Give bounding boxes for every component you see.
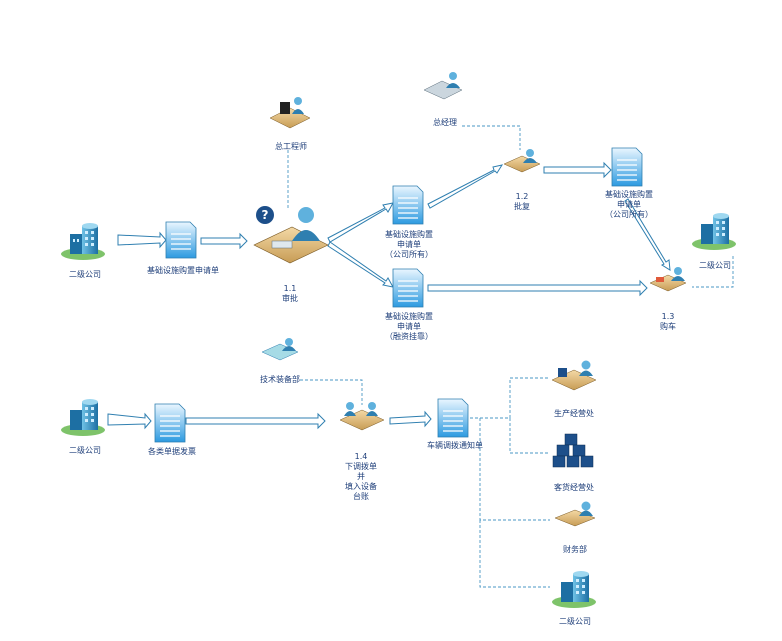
document-icon xyxy=(154,403,186,443)
doc-line: 申请单 xyxy=(397,240,421,249)
label-step-purchase: 1.3 购车 xyxy=(660,312,676,332)
doc-line: 基础设施购置 xyxy=(605,190,653,199)
arrow-approval-to-company-request xyxy=(327,202,394,243)
connector-notice-to-company xyxy=(479,520,550,588)
dashed-connectors xyxy=(287,125,734,588)
label-request-company-right: 基础设施购置 申请单 （公司所有） xyxy=(605,190,653,220)
label-secondary-company-right: 二级公司 xyxy=(699,261,731,270)
building-icon xyxy=(692,213,736,250)
document-icon xyxy=(392,185,424,225)
label-step-transfer: 1.4 下调拨单 并 填入设备 台账 xyxy=(345,452,377,502)
step-line: 台账 xyxy=(353,492,369,501)
arrow-reply-to-right-request xyxy=(543,161,612,179)
label-vehicle-notice: 车辆调拨通知单 xyxy=(427,441,483,450)
step-name: 购车 xyxy=(660,322,676,331)
step-number: 1.2 xyxy=(515,192,529,201)
label-transfer-docs: 各类单据发票 xyxy=(148,447,196,456)
arrow-selffunded-to-purchase xyxy=(427,279,648,297)
document-icon xyxy=(611,147,643,187)
arrow-right-request-to-purchase xyxy=(624,198,671,271)
person-at-desk-icon xyxy=(649,267,687,292)
label-secondary-company-bottom: 二级公司 xyxy=(559,617,591,626)
doc-line: 申请单 xyxy=(617,200,641,209)
label-secondary-company: 二级公司 xyxy=(69,270,101,279)
arrow-request-to-approval xyxy=(200,232,248,250)
label-purchase-request: 基础设施购置申请单 xyxy=(147,266,219,275)
step-line: 下调拨单 xyxy=(345,462,377,471)
label-step-approval: 1.1 审批 xyxy=(282,284,298,304)
label-general-manager: 总经理 xyxy=(433,118,457,127)
question-mark-icon: ? xyxy=(256,206,274,224)
building-icon xyxy=(552,571,596,608)
arrow-company2-to-docs xyxy=(107,412,152,430)
label-step-reply: 1.2 批复 xyxy=(514,192,530,212)
document-icon xyxy=(437,398,469,438)
person-at-desk-icon xyxy=(253,207,329,264)
step-number: 1.4 xyxy=(354,452,368,461)
person-at-desk-icon xyxy=(269,97,311,129)
person-at-desk-icon xyxy=(261,338,299,361)
arrow-company-to-request xyxy=(117,231,167,249)
connector-company-to-purchase xyxy=(692,256,734,288)
label-tech-dept: 技术装备部 xyxy=(260,375,300,384)
person-at-desk-icon xyxy=(551,360,597,391)
step-line: 并 xyxy=(357,472,365,481)
doc-line: （公司所有） xyxy=(385,250,433,259)
label-passenger-dept: 客货经营处 xyxy=(554,483,594,492)
label-chief-engineer: 总工程师 xyxy=(275,142,307,151)
label-secondary-company-2: 二级公司 xyxy=(69,446,101,455)
document-icon xyxy=(392,268,424,308)
flow-arrows xyxy=(107,161,671,430)
stacked-boxes-icon xyxy=(552,433,594,468)
person-at-desk-icon xyxy=(339,402,385,431)
label-finance-dept: 财务部 xyxy=(563,545,587,554)
document-icon xyxy=(165,221,197,259)
step-name: 审批 xyxy=(282,294,298,303)
arrow-request-to-reply xyxy=(427,164,504,209)
person-at-desk-icon xyxy=(503,149,541,173)
step-name: 批复 xyxy=(514,202,530,211)
step-number: 1.3 xyxy=(661,312,675,321)
step-number: 1.1 xyxy=(283,284,297,293)
connector-notice-to-passenger xyxy=(470,417,548,454)
label-request-self-funded: 基础设施购置 申请单 （融资挂靠） xyxy=(385,312,433,342)
connector-notice-to-finance xyxy=(479,418,550,521)
svg-text:?: ? xyxy=(262,208,269,222)
label-request-company: 基础设施购置 申请单 （公司所有） xyxy=(385,230,433,260)
building-icon xyxy=(61,399,105,436)
label-production-dept: 生产经营处 xyxy=(554,409,594,418)
doc-line: 基础设施购置 xyxy=(385,312,433,321)
person-at-desk-icon xyxy=(423,72,463,100)
doc-line: （公司所有） xyxy=(605,210,653,219)
building-icon xyxy=(61,223,105,260)
doc-line: 基础设施购置 xyxy=(385,230,433,239)
doc-line: （融资挂靠） xyxy=(385,332,433,341)
connector-gm-to-reply xyxy=(462,125,521,150)
connector-notice-to-production xyxy=(470,377,548,419)
step-line: 填入设备 xyxy=(345,482,377,491)
connector-tech-to-transfer xyxy=(300,379,363,405)
doc-line: 申请单 xyxy=(397,322,421,331)
person-at-desk-icon xyxy=(554,501,596,527)
arrow-docs-to-transfer xyxy=(185,412,326,430)
arrow-approval-to-selffunded-request xyxy=(327,241,394,288)
arrow-transfer-to-notice xyxy=(389,410,432,428)
